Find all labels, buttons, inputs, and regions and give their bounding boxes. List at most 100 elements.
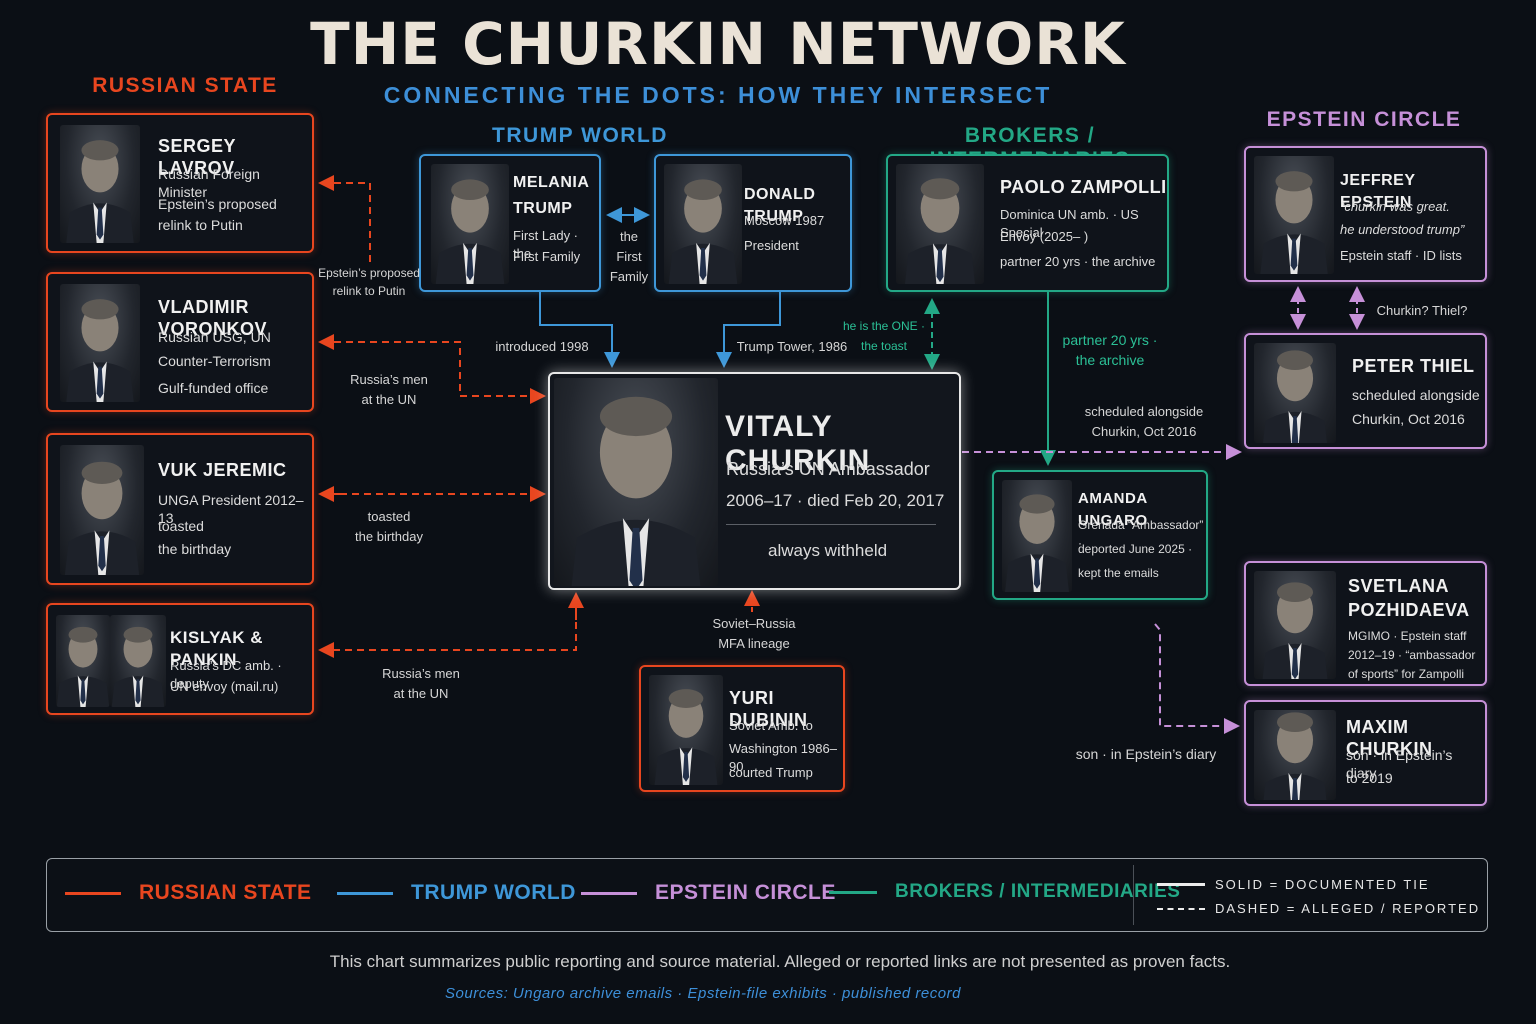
person-note: to 2019 [1346, 770, 1393, 786]
portrait-photo [554, 378, 718, 586]
sources-text: Sources: Ungaro archive emails · Epstein… [445, 985, 961, 1002]
person-name: PAOLO ZAMPOLLI [1000, 177, 1167, 197]
portrait-photo [1002, 480, 1072, 592]
person-note: Epstein staff · ID lists [1340, 248, 1462, 263]
legend: RUSSIAN STATE TRUMP WORLD EPSTEIN CIRCLE… [46, 858, 1488, 932]
portrait-photo [431, 164, 509, 284]
person-name: AMANDA UNGARO [1078, 490, 1148, 529]
link-label-maxim: son · in Epstein’s diary [1075, 746, 1217, 762]
person-role: UNGA President 2012–13 [158, 492, 304, 526]
center-role: Russia’s UN Ambassador [726, 459, 930, 479]
person-role: Russian USG, UN [158, 329, 271, 345]
link-label-donald: Trump Tower, 1986 [736, 339, 848, 354]
portrait-photo [649, 675, 723, 785]
card-yuri-dubinin[interactable]: YURI DUBININ Soviet Amb. to Washington 1… [639, 665, 845, 792]
person-role: Russian Foreign Minister [158, 166, 260, 200]
link-label-epstein-thiel: Churkin? Thiel? [1376, 303, 1468, 318]
portrait-photo [1254, 343, 1336, 443]
card-maxim-churkin[interactable]: MAXIM CHURKIN son · in Epstein’s diary t… [1244, 700, 1487, 806]
person-note: deported June 2025 · [1078, 542, 1193, 556]
person-note: of sports” for Zampolli [1348, 667, 1465, 681]
portrait-photo [1254, 571, 1336, 679]
card-vuk-jeremic[interactable]: VUK JEREMIC UNGA President 2012–13 toast… [46, 433, 314, 585]
person-role: Envoy (2025– ) [1000, 229, 1089, 244]
center-dates: 2006–17 · died Feb 20, 2017 [726, 491, 945, 510]
center-note: always withheld [768, 541, 888, 560]
quote-text: “churkin was great. [1340, 199, 1450, 214]
card-vladimir-voronkov[interactable]: VLADIMIR VORONKOV Russian USG, UN Counte… [46, 272, 314, 412]
section-russian-state: RUSSIAN STATE [92, 74, 278, 97]
person-role: First Lady · the [513, 228, 579, 261]
card-peter-thiel[interactable]: PETER THIEL scheduled alongside Churkin,… [1244, 333, 1487, 449]
card-amanda-ungaro[interactable]: AMANDA UNGARO Grenada “Ambassador” · dep… [992, 470, 1208, 600]
card-paolo-zampolli[interactable]: PAOLO ZAMPOLLI Dominica UN amb. · US Spe… [886, 154, 1169, 292]
person-note: Epstein’s proposed [158, 196, 277, 212]
portrait-photo [60, 284, 140, 402]
legend-dashed: DASHED = ALLEGED / REPORTED [1157, 901, 1480, 916]
person-note: relink to Putin [158, 217, 243, 233]
card-vitaly-churkin[interactable]: VITALY CHURKIN Russia’s UN Ambassador 20… [548, 372, 961, 590]
legend-brokers: BROKERS / INTERMEDIARIES [829, 881, 1180, 903]
link-label-zampolli: he is the ONE ·the toast [842, 319, 926, 353]
person-note: kept the emails [1078, 566, 1159, 580]
link-label-melania: introduced 1998 [495, 339, 589, 354]
card-kislyak-pankin[interactable]: KISLYAK & PANKIN Russia’s DC amb. · depu… [46, 603, 314, 715]
link-label-ungaro: partner 20 yrs ·the archive [1062, 332, 1158, 368]
portrait-photo [60, 125, 140, 243]
center-divider [726, 524, 936, 525]
card-svetlana-pozhidaeva[interactable]: SVETLANA POZHIDAEVA MGIMO · Epstein staf… [1244, 561, 1487, 686]
person-note: courted Trump [729, 765, 813, 780]
person-role: Counter-Terrorism [158, 353, 271, 369]
page-title: THE CHURKIN NETWORK [310, 10, 1126, 78]
person-role: President [744, 238, 799, 253]
person-role: Russia’s DC amb. · deputy [170, 658, 282, 691]
card-donald-trump[interactable]: DONALD TRUMP Moscow 1987 President [654, 154, 852, 292]
person-name: JEFFREY EPSTEIN [1340, 172, 1416, 211]
person-note: toasted [158, 518, 204, 534]
person-note: Churkin, Oct 2016 [1352, 411, 1465, 427]
portrait-photo [60, 445, 144, 575]
portrait-photo [110, 615, 166, 707]
legend-solid: SOLID = DOCUMENTED TIE [1157, 877, 1430, 892]
card-melania-trump[interactable]: MELANIA TRUMP First Lady · the First Fam… [419, 154, 601, 292]
legend-divider [1133, 865, 1134, 925]
person-name: VLADIMIR VORONKOV [158, 297, 268, 339]
portrait-photo [1254, 156, 1334, 274]
person-note: the birthday [158, 541, 232, 557]
quote-text: he understood trump” [1340, 222, 1465, 237]
person-role: Grenada “Ambassador” · [1078, 518, 1204, 550]
portrait-photo [1254, 710, 1336, 800]
person-name: VUK JEREMIC [158, 460, 287, 480]
section-epstein-circle: EPSTEIN CIRCLE [1266, 108, 1462, 131]
person-role: Moscow 1987 [744, 213, 825, 228]
person-name: SVETLANA [1348, 576, 1450, 596]
person-note: Gulf-funded office [158, 380, 269, 396]
person-name: SERGEY LAVROV [158, 136, 236, 178]
page-subtitle: CONNECTING THE DOTS: HOW THEY INTERSECT [383, 82, 1053, 108]
person-role: UN envoy (mail.ru) [170, 679, 279, 694]
link-lavrov [318, 175, 371, 262]
person-note: 2012–19 · “ambassador [1348, 648, 1476, 662]
person-name: MAXIM CHURKIN [1346, 717, 1433, 759]
disclaimer-text: This chart summarizes public reporting a… [329, 952, 1231, 971]
person-note: son · in Epstein’s diary [1346, 747, 1453, 781]
person-name: POZHIDAEVA [1348, 600, 1470, 620]
section-trump-world: TRUMP WORLD [492, 124, 668, 147]
card-sergey-lavrov[interactable]: SERGEY LAVROV Russian Foreign Minister E… [46, 113, 314, 253]
legend-epstein-circle: EPSTEIN CIRCLE [581, 881, 836, 905]
legend-russian-state: RUSSIAN STATE [65, 881, 312, 905]
portrait-photo [664, 164, 742, 284]
link-kislyak [318, 598, 577, 658]
person-role: Washington 1986–90 [729, 741, 837, 774]
card-jeffrey-epstein[interactable]: JEFFREY EPSTEIN “churkin was great. he u… [1244, 146, 1487, 282]
person-name: KISLYAK & PANKIN [170, 628, 263, 669]
link-maxim [1154, 623, 1240, 734]
person-role: Dominica UN amb. · US Special [1000, 207, 1139, 240]
